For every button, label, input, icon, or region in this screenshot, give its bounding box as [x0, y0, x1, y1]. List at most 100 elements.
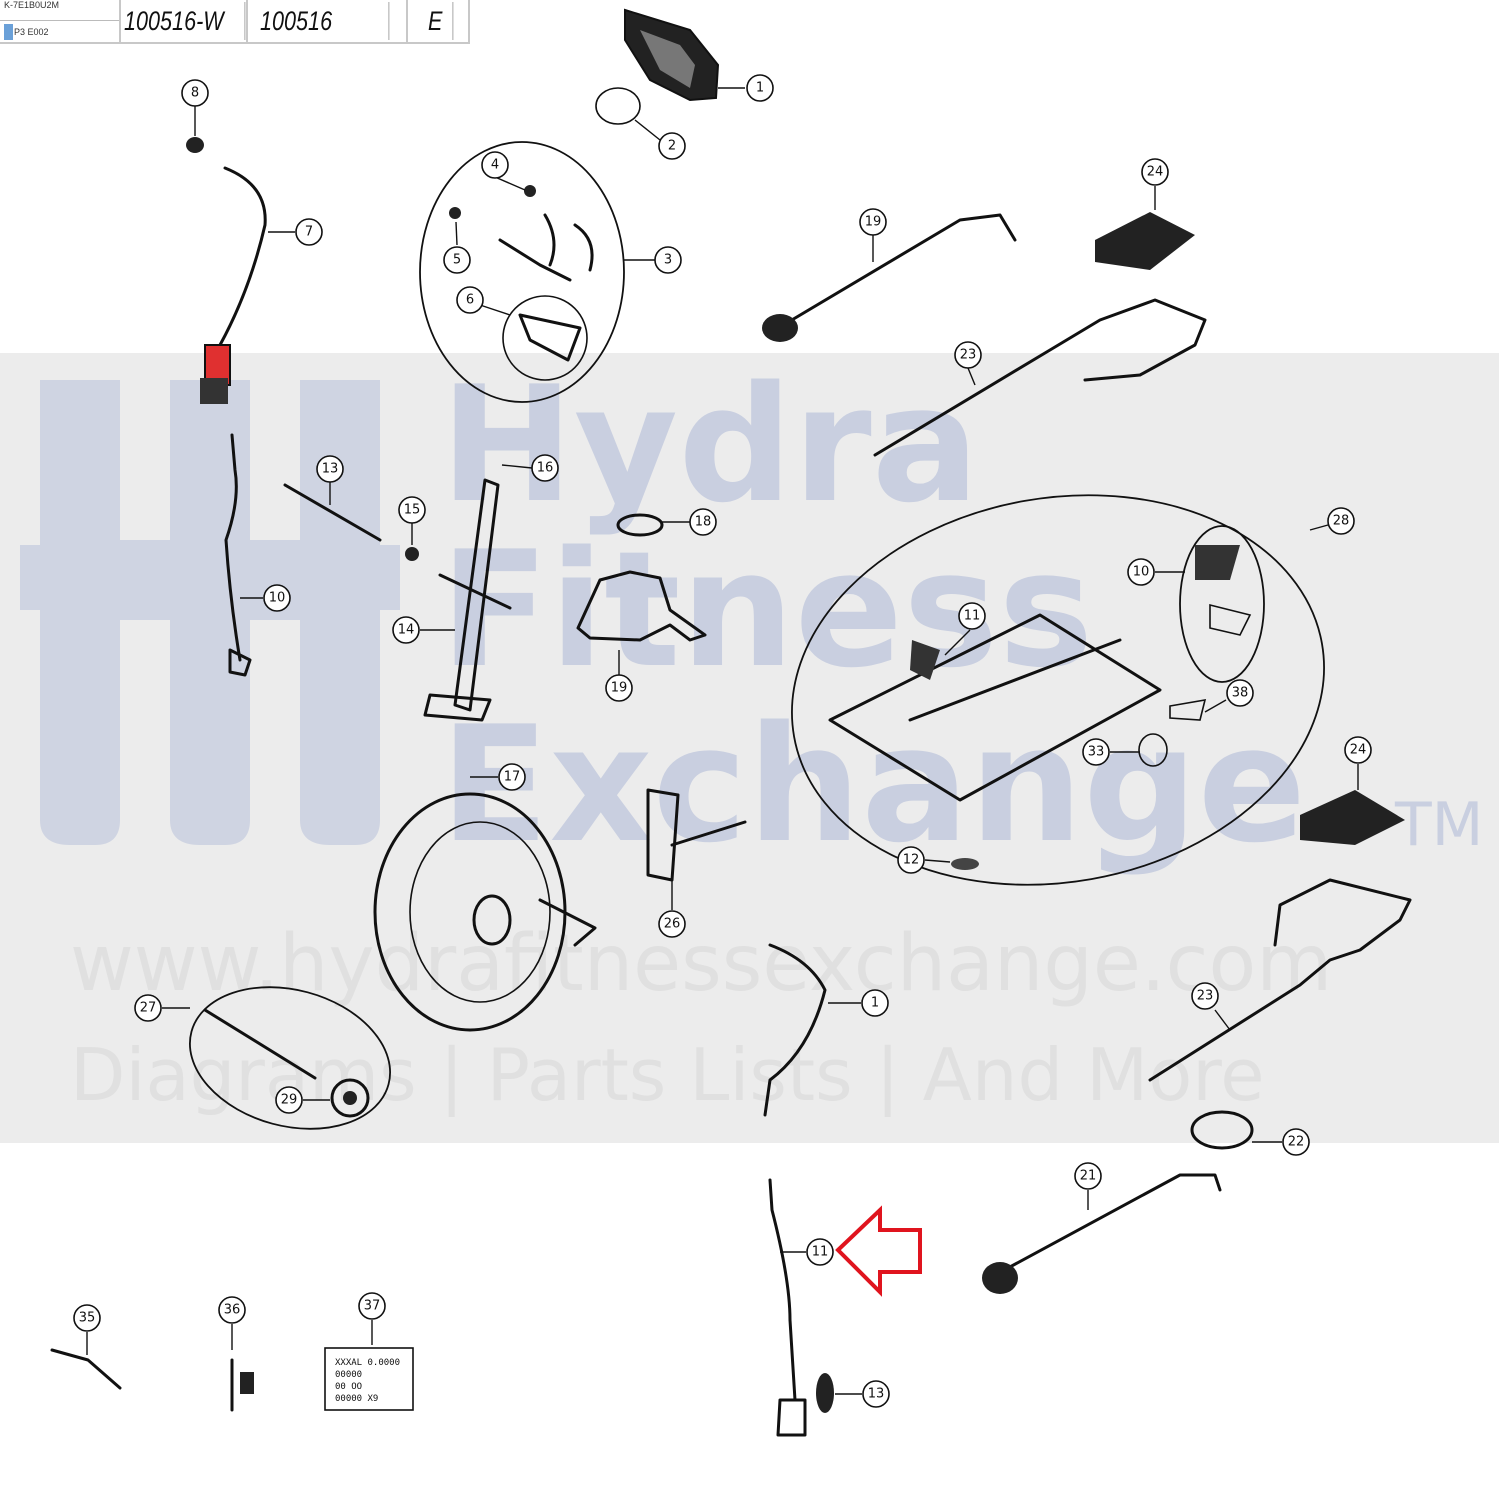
callout-14: 14 [392, 616, 420, 644]
end-cap [1195, 545, 1240, 580]
foot-disc [951, 858, 979, 870]
svg-text:37: 37 [364, 1299, 381, 1314]
callout-10-right: 10 [1127, 558, 1155, 586]
svg-text:19: 19 [611, 681, 628, 696]
svg-text:8: 8 [191, 86, 199, 101]
connecting-arm [763, 943, 827, 1117]
ring [616, 513, 664, 537]
callout-12: 12 [897, 846, 925, 874]
svg-text:11: 11 [812, 1245, 829, 1260]
watermark-trademark: TM [1394, 790, 1483, 860]
svg-text:15: 15 [404, 503, 421, 518]
title-block-divider [246, 0, 248, 42]
model-number: 100516 [260, 2, 390, 40]
title-block-sheet: P3 E002 [14, 27, 49, 37]
callout-19-shroud: 19 [605, 674, 633, 702]
svg-text:18: 18 [695, 515, 712, 530]
callout-3: 3 [654, 246, 682, 274]
callout-29: 29 [275, 1086, 303, 1114]
label-card-line-1: XXXAL 0.0000 [335, 1358, 400, 1368]
title-block-code: K-7E1B0U2M [4, 0, 60, 10]
svg-text:24: 24 [1147, 165, 1164, 180]
title-block: K-7E1B0U2M P3 E002 100516-W 100516 E [0, 0, 470, 44]
bracket [518, 313, 582, 362]
mast-base-plate [423, 693, 492, 722]
end-cap-group-ellipse [1179, 525, 1265, 683]
callout-18: 18 [689, 508, 717, 536]
main-mast [453, 478, 500, 712]
pedal-arm-upper [773, 213, 1017, 332]
highlight-arrow [835, 1205, 922, 1297]
base-crossbar [908, 638, 1122, 722]
svg-text:16: 16 [537, 461, 554, 476]
svg-text:7: 7 [305, 225, 313, 240]
foot-cap [1138, 733, 1168, 767]
bushing [405, 547, 419, 561]
watermark-tagline: Diagrams | Parts Lists | And More [70, 1033, 1265, 1118]
svg-text:1: 1 [756, 81, 764, 96]
end-cap-insert [1209, 603, 1252, 636]
callout-27: 27 [134, 994, 162, 1022]
pedal-arm-roller [762, 314, 798, 342]
spacer [816, 1373, 834, 1413]
upright-shroud [576, 570, 707, 642]
callout-8: 8 [181, 79, 209, 107]
end-cap-oval [1190, 1110, 1254, 1150]
callout-21: 21 [1074, 1162, 1102, 1190]
svg-text:11: 11 [964, 609, 981, 624]
cap [186, 137, 204, 153]
svg-text:33: 33 [1088, 745, 1105, 760]
bolt-set [910, 640, 940, 680]
flywheel-bracket [538, 898, 597, 947]
svg-text:22: 22 [1288, 1135, 1305, 1150]
watermark-line-3: Exchange [440, 691, 1306, 878]
revision: E [428, 2, 454, 40]
callout-13-lower: 13 [862, 1380, 890, 1408]
label-card-line-3: 00 OO [335, 1382, 362, 1392]
flywheel-hub [472, 894, 512, 946]
svg-text:10: 10 [1133, 565, 1150, 580]
lower-arm [224, 433, 242, 662]
handlebar-assembly [498, 213, 594, 282]
foot-pad-lower [1300, 790, 1405, 845]
callout-7: 7 [295, 218, 323, 246]
callout-24-upper: 24 [1141, 158, 1169, 186]
callout-1-lower: 1 [861, 989, 889, 1017]
lower-arm-foot [228, 648, 252, 677]
callout-24-lower: 24 [1344, 736, 1372, 764]
callout-6: 6 [456, 286, 484, 314]
foot-pad-upper [1095, 212, 1195, 270]
upper-arm-base [200, 378, 228, 404]
watermark-logo [20, 380, 400, 845]
svg-text:36: 36 [224, 1303, 241, 1318]
svg-text:21: 21 [1080, 1169, 1097, 1184]
callout-16: 16 [531, 454, 559, 482]
svg-text:26: 26 [664, 917, 681, 932]
svg-text:19: 19 [865, 215, 882, 230]
svg-text:6: 6 [466, 293, 474, 308]
svg-text:29: 29 [281, 1093, 298, 1108]
callout-17: 17 [498, 763, 526, 791]
svg-text:5: 5 [453, 253, 461, 268]
console-group-ellipse [419, 141, 625, 403]
title-block-divider [0, 20, 120, 21]
base-frame [828, 613, 1162, 802]
svg-text:27: 27 [140, 1001, 157, 1016]
svg-text:3: 3 [664, 253, 672, 268]
axle-group-ellipse [189, 986, 391, 1130]
svg-text:12: 12 [903, 853, 920, 868]
title-block-divider [406, 0, 408, 42]
svg-text:13: 13 [868, 1387, 885, 1402]
screw [524, 185, 536, 197]
callout-15: 15 [398, 496, 426, 524]
console-buttons [595, 87, 641, 125]
title-block-icon [4, 24, 13, 40]
svg-text:17: 17 [504, 770, 521, 785]
callout-11-frame: 11 [958, 602, 986, 630]
callout-5: 5 [443, 246, 471, 274]
highlighted-lower-arm [768, 1178, 797, 1402]
svg-text:28: 28 [1333, 514, 1350, 529]
callout-23-upper: 23 [954, 341, 982, 369]
label-card-line-2: 00000 [335, 1370, 362, 1380]
svg-text:23: 23 [960, 348, 977, 363]
